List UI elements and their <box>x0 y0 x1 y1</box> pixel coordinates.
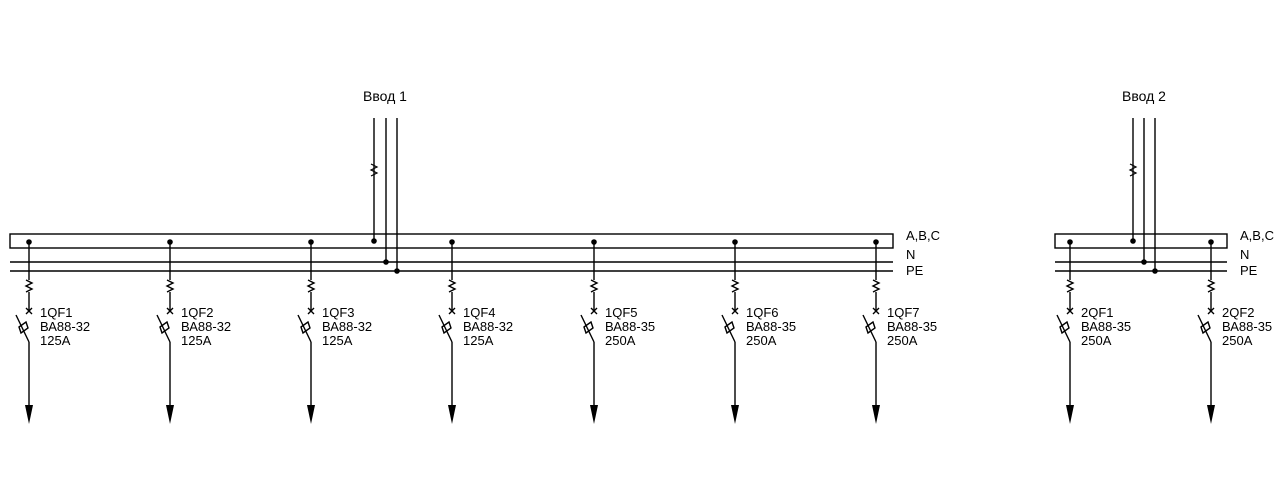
breaker-model: ВА88-32 <box>463 319 513 334</box>
breaker-blade <box>156 314 171 343</box>
input-1-wire-marker <box>369 163 379 177</box>
breaker-name: 1QF5 <box>605 305 638 320</box>
breaker-latch <box>300 320 311 335</box>
contact-cross <box>25 307 33 315</box>
wire-marker <box>447 279 457 293</box>
contact-cross <box>590 307 598 315</box>
bus-1-label-pe: PE <box>906 263 924 278</box>
breaker-name: 1QF7 <box>887 305 920 320</box>
breaker-name: 1QF1 <box>40 305 73 320</box>
breaker-name: 1QF3 <box>322 305 355 320</box>
feeder-arrow <box>307 405 315 424</box>
breaker-name: 1QF6 <box>746 305 779 320</box>
input-2-label: Ввод 2 <box>1122 88 1166 104</box>
breaker-blade <box>862 314 877 343</box>
contact-cross <box>1066 307 1074 315</box>
bus-2-label-neutral: N <box>1240 247 1249 262</box>
breaker-rating: 125А <box>463 333 494 348</box>
panel-1: Ввод 1 A,B,C N PE 1QF1ВА88-32125А1QF2ВА8… <box>9 88 940 424</box>
breaker-latch <box>1200 320 1211 335</box>
wire-marker <box>306 279 316 293</box>
breaker-blade <box>15 314 30 343</box>
breaker-blade <box>1197 314 1212 343</box>
contact-cross <box>307 307 315 315</box>
breaker-rating: 250А <box>1081 333 1112 348</box>
wire-marker <box>589 279 599 293</box>
breaker-latch <box>583 320 594 335</box>
feeders-left: 1QF1ВА88-32125А1QF2ВА88-32125А1QF3ВА88-3… <box>15 239 937 424</box>
breaker-blade <box>580 314 595 343</box>
panel-2: Ввод 2 A,B,C N PE 2QF1ВА88-35250А2QF2ВА8… <box>1054 88 1274 424</box>
breaker-name: 1QF4 <box>463 305 496 320</box>
breaker-latch <box>159 320 170 335</box>
feeder-arrow <box>1066 405 1074 424</box>
contact-cross <box>448 307 456 315</box>
wire-marker <box>1065 279 1075 293</box>
input-1-junction-phase <box>371 238 377 244</box>
breaker-model: ВА88-35 <box>746 319 796 334</box>
breaker-name: 2QF2 <box>1222 305 1255 320</box>
breaker-model: ВА88-35 <box>605 319 655 334</box>
breaker-rating: 125А <box>181 333 212 348</box>
breaker-latch <box>1059 320 1070 335</box>
breaker-latch <box>724 320 735 335</box>
breaker-blade <box>721 314 736 343</box>
bus-1-label-phase: A,B,C <box>906 228 940 243</box>
breaker-blade <box>438 314 453 343</box>
wire-marker <box>1206 279 1216 293</box>
wire-marker <box>24 279 34 293</box>
breaker-model: ВА88-35 <box>1222 319 1272 334</box>
feeder-arrow <box>166 405 174 424</box>
breaker-model: ВА88-32 <box>40 319 90 334</box>
bus-1-label-neutral: N <box>906 247 915 262</box>
input-2-wire-marker <box>1128 163 1138 177</box>
breaker-blade <box>1056 314 1071 343</box>
breaker-name: 2QF1 <box>1081 305 1114 320</box>
contact-cross <box>872 307 880 315</box>
breaker-rating: 125А <box>40 333 71 348</box>
bus-2-phase <box>1054 233 1228 249</box>
bus-2-label-phase: A,B,C <box>1240 228 1274 243</box>
breaker-model: ВА88-35 <box>887 319 937 334</box>
breaker-latch <box>18 320 29 335</box>
feeder-arrow <box>25 405 33 424</box>
breaker-rating: 125А <box>322 333 353 348</box>
breaker-latch <box>865 320 876 335</box>
breaker-name: 1QF2 <box>181 305 214 320</box>
breaker-rating: 250А <box>746 333 777 348</box>
breaker-model: ВА88-35 <box>1081 319 1131 334</box>
bus-2-label-pe: PE <box>1240 263 1258 278</box>
breaker-latch <box>441 320 452 335</box>
feeder-arrow <box>872 405 880 424</box>
feeder-arrow <box>731 405 739 424</box>
input-2-junction-phase <box>1130 238 1136 244</box>
breaker-rating: 250А <box>887 333 918 348</box>
contact-cross <box>1207 307 1215 315</box>
breaker-rating: 250А <box>605 333 636 348</box>
breaker-blade <box>297 314 312 343</box>
breaker-model: ВА88-32 <box>322 319 372 334</box>
wire-marker <box>730 279 740 293</box>
contact-cross <box>731 307 739 315</box>
feeder-arrow <box>448 405 456 424</box>
feeder-arrow <box>1207 405 1215 424</box>
wire-marker <box>165 279 175 293</box>
input-1-label: Ввод 1 <box>363 88 407 104</box>
wire-marker <box>871 279 881 293</box>
breaker-rating: 250А <box>1222 333 1253 348</box>
feeder-arrow <box>590 405 598 424</box>
breaker-model: ВА88-32 <box>181 319 231 334</box>
contact-cross <box>166 307 174 315</box>
